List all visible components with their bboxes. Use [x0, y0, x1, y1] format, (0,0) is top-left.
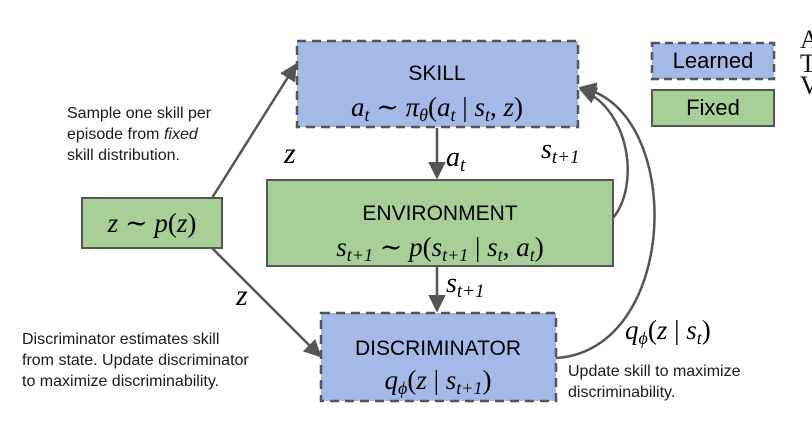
environment-title: ENVIRONMENT: [362, 202, 517, 225]
note-disc-line3: to maximize discriminability.: [22, 373, 219, 390]
edge-label-s-t1-upper: st+1: [541, 134, 580, 168]
note-update-line1: Update skill to maximize: [568, 363, 741, 380]
edge-label-a-t: at: [446, 142, 466, 176]
skill-equation: at ∼ πθ(at | st, z): [351, 92, 523, 125]
arrow-prior-to-discriminator: [211, 247, 322, 358]
svg-text:V: V: [800, 71, 812, 100]
edge-label-z-lower: z: [235, 279, 248, 312]
arrow-prior-to-skill: [210, 63, 297, 199]
legend-learned-label: Learned: [673, 48, 754, 73]
environment-equation: st+1 ∼ p(st+1 | st, at): [336, 232, 543, 265]
note-update-line2: discriminability.: [568, 384, 675, 401]
legend-fixed-swatch: [651, 89, 775, 127]
skill-title: SKILL: [408, 62, 465, 85]
skill-box: SKILL at ∼ πθ(at | st, z): [295, 39, 580, 129]
svg-text:T: T: [800, 49, 812, 78]
prior-equation: z ∼ p(z): [107, 208, 197, 238]
clipped-text-fragment: A T V: [800, 25, 812, 100]
note-discriminator: Discriminator estimates skill from state…: [22, 331, 249, 390]
edge-label-q-phi: qϕ(z | st): [625, 315, 711, 348]
arrows: [210, 63, 656, 360]
discriminator-equation: qϕ(z | st+1): [385, 365, 492, 398]
note-sample-line1: Sample one skill per: [67, 105, 212, 122]
note-sample-line3: skill distribution.: [67, 147, 180, 164]
legend: Learned Fixed: [650, 41, 776, 127]
prior-box: z ∼ p(z): [81, 197, 223, 249]
svg-text:A: A: [800, 25, 812, 54]
note-disc-line1: Discriminator estimates skill: [22, 331, 219, 348]
note-sample-skill: Sample one skill per episode from fixed …: [67, 105, 212, 164]
note-disc-line2: from state. Update discriminator: [22, 352, 249, 369]
discriminator-title: DISCRIMINATOR: [355, 337, 521, 360]
environment-box: ENVIRONMENT st+1 ∼ p(st+1 | st, at): [266, 179, 614, 267]
arrow-discriminator-to-skill: [555, 82, 656, 360]
legend-learned-swatch: [650, 41, 776, 81]
discriminator-box: DISCRIMINATOR qϕ(z | st+1): [319, 311, 558, 403]
legend-fixed-label: Fixed: [686, 95, 740, 120]
edge-label-s-t1-lower: st+1: [446, 268, 485, 302]
note-update-skill: Update skill to maximize discriminabilit…: [568, 363, 741, 401]
note-sample-line2: episode from fixed: [67, 126, 199, 143]
edge-label-z-upper: z: [283, 137, 296, 170]
